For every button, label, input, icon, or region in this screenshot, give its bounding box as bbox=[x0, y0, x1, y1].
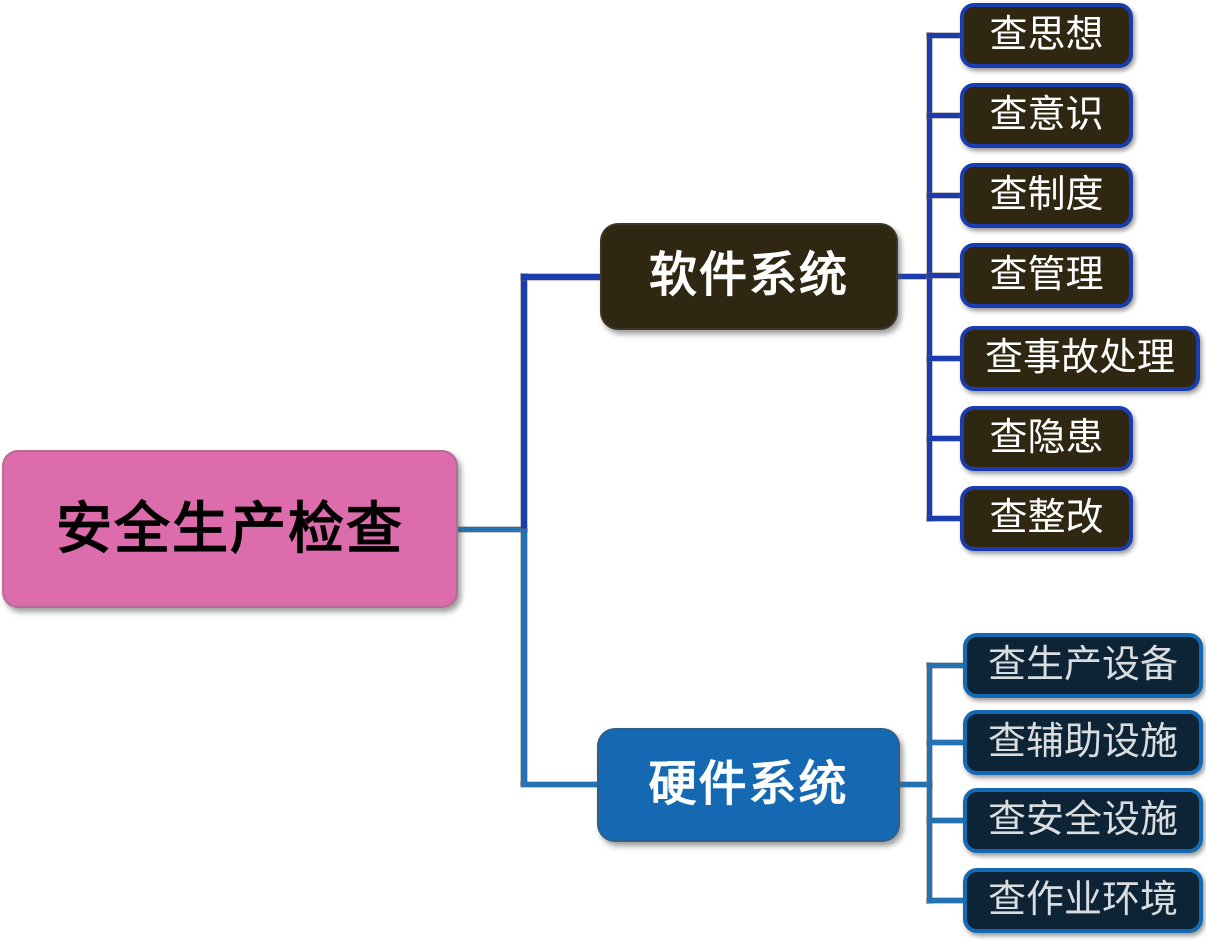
node-leaf-check-rectification: 查整改 bbox=[960, 486, 1133, 551]
connector-software-stub bbox=[927, 356, 960, 361]
node-leaf-check-ideology: 查思想 bbox=[960, 3, 1133, 68]
connector-root-horizontal bbox=[458, 527, 524, 532]
node-leaf-check-rules: 查制度 bbox=[960, 163, 1133, 228]
node-leaf-check-hazards: 查隐患 bbox=[960, 406, 1133, 471]
connector-hardware-stub bbox=[927, 898, 963, 903]
connector-software-stub bbox=[927, 33, 960, 38]
node-leaf-check-awareness: 查意识 bbox=[960, 83, 1133, 148]
connector-hardware-out bbox=[900, 782, 932, 787]
connector-software-stub bbox=[927, 516, 960, 521]
connector-hardware-branch bbox=[521, 782, 597, 787]
node-software-system: 软件系统 bbox=[600, 223, 898, 330]
node-root-safety-inspection: 安全生产检查 bbox=[2, 450, 458, 608]
node-leaf-check-work-environment: 查作业环境 bbox=[963, 868, 1203, 933]
connector-hardware-stub bbox=[927, 663, 963, 668]
node-leaf-check-accident-handling: 查事故处理 bbox=[960, 326, 1200, 391]
node-hardware-system: 硬件系统 bbox=[597, 728, 900, 842]
connector-software-stub bbox=[927, 273, 960, 278]
connector-hardware-spine bbox=[927, 663, 932, 903]
connector-software-out bbox=[898, 274, 932, 279]
node-leaf-check-management: 查管理 bbox=[960, 243, 1133, 308]
connector-software-stub bbox=[927, 113, 960, 118]
node-leaf-check-safety-facilities: 查安全设施 bbox=[963, 788, 1203, 853]
node-leaf-check-production-equipment: 查生产设备 bbox=[963, 633, 1203, 698]
connector-hardware-stub bbox=[927, 818, 963, 823]
connector-trunk-upper bbox=[521, 274, 527, 532]
connector-software-stub bbox=[927, 193, 960, 198]
connector-hardware-stub bbox=[927, 740, 963, 745]
connector-software-branch bbox=[521, 274, 600, 280]
connector-software-stub bbox=[927, 436, 960, 441]
node-leaf-check-auxiliary-facilities: 查辅助设施 bbox=[963, 710, 1203, 775]
connector-trunk-lower bbox=[521, 529, 527, 785]
